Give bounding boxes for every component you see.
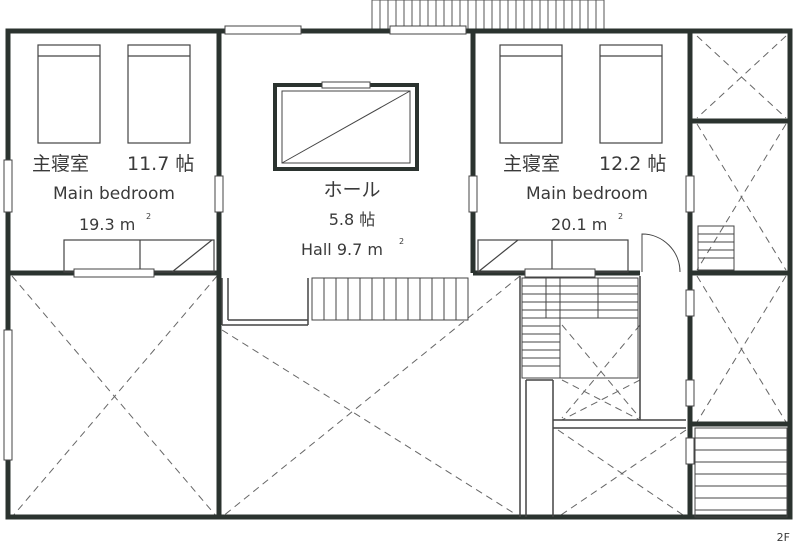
- room-2-name-jp: ホール: [323, 179, 380, 201]
- room-1-name-jp: 主寝室: [32, 153, 89, 175]
- floor-label: 2F: [777, 531, 790, 544]
- room-1-area-sup: 2: [146, 212, 151, 221]
- room-3-name-jp: 主寝室: [503, 153, 560, 175]
- room-3-area-sup: 2: [618, 212, 623, 221]
- balcony-railing: [371, 0, 605, 31]
- room-2-area-sup: 2: [399, 237, 404, 246]
- windows: [3, 25, 695, 465]
- room-2-area: Hall 9.7 m: [301, 240, 383, 259]
- partitions: [221, 276, 686, 517]
- beds: [37, 44, 663, 144]
- room-2-jo: 5.8 帖: [329, 210, 376, 229]
- stairs-hall: [311, 277, 469, 321]
- room-1-name-en: Main bedroom: [53, 184, 175, 204]
- room-1-area: 19.3 m: [79, 215, 135, 234]
- room-3-jo: 12.2 帖: [599, 153, 666, 175]
- room-1-jo: 11.7 帖: [127, 153, 194, 175]
- door-swing: [641, 233, 681, 273]
- stairs-right: [521, 225, 788, 518]
- room-labels: 主寝室 11.7 帖 Main bedroom 19.3 m 2 ホール 5.8…: [32, 153, 666, 259]
- skylight: [273, 81, 419, 171]
- room-3-area: 20.1 m: [551, 215, 607, 234]
- void-areas: [11, 35, 787, 518]
- room-3-name-en: Main bedroom: [526, 184, 648, 204]
